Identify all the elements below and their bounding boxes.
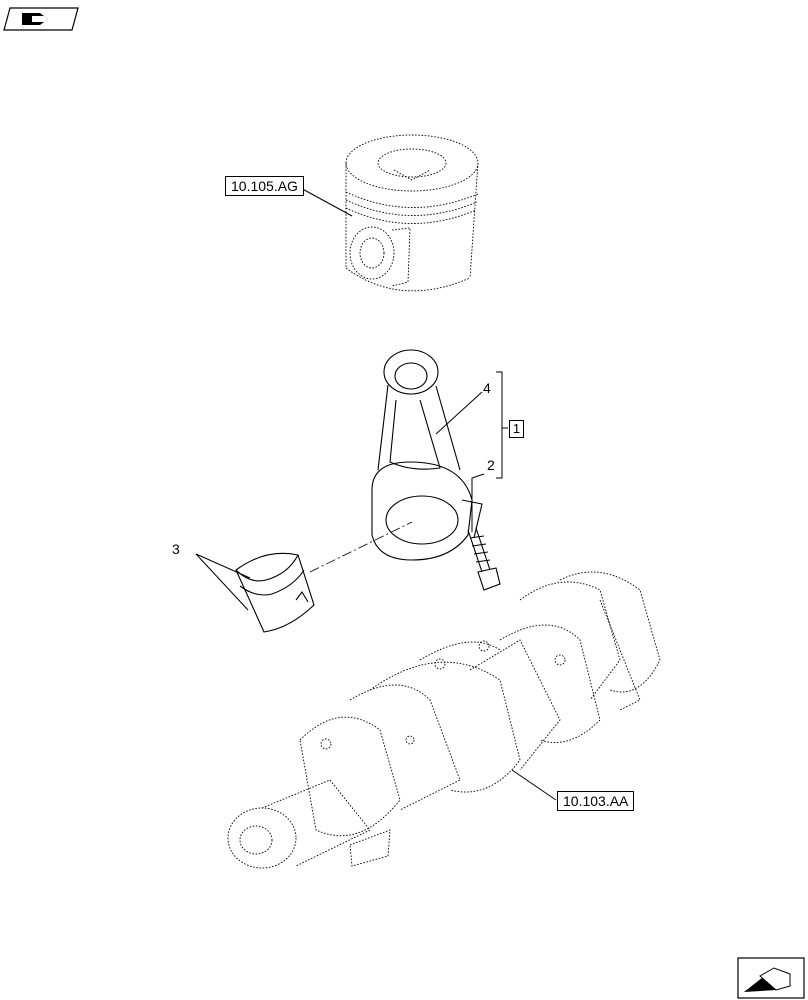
bearing-leader-line-a: [195, 553, 251, 579]
callout-bolt: 2: [487, 457, 495, 473]
crankshaft-reference-label[interactable]: 10.103.AA: [557, 791, 635, 811]
piston-reference-label[interactable]: 10.105.AG: [225, 176, 304, 196]
piston-leader-line: [296, 185, 353, 217]
callout-bearing: 3: [172, 541, 180, 557]
rod-leader-line: [435, 391, 483, 435]
nav-back-icon[interactable]: [3, 7, 79, 31]
nav-forward-icon[interactable]: [737, 957, 805, 999]
bolt-leader-line: [471, 473, 485, 532]
crankshaft-illustration: [227, 571, 661, 869]
bearing-shell-illustration: [235, 552, 315, 633]
piston-illustration: [345, 134, 479, 292]
callout-group-box: 1: [509, 420, 524, 438]
bolt-illustration: [467, 527, 501, 591]
connecting-rod-illustration: [371, 349, 483, 561]
callout-rod: 4: [483, 380, 491, 396]
bearing-leader-line-b: [195, 553, 249, 611]
crankshaft-leader-line: [511, 769, 557, 801]
bearing-centerline: [309, 521, 413, 573]
group-bracket: [496, 371, 508, 479]
